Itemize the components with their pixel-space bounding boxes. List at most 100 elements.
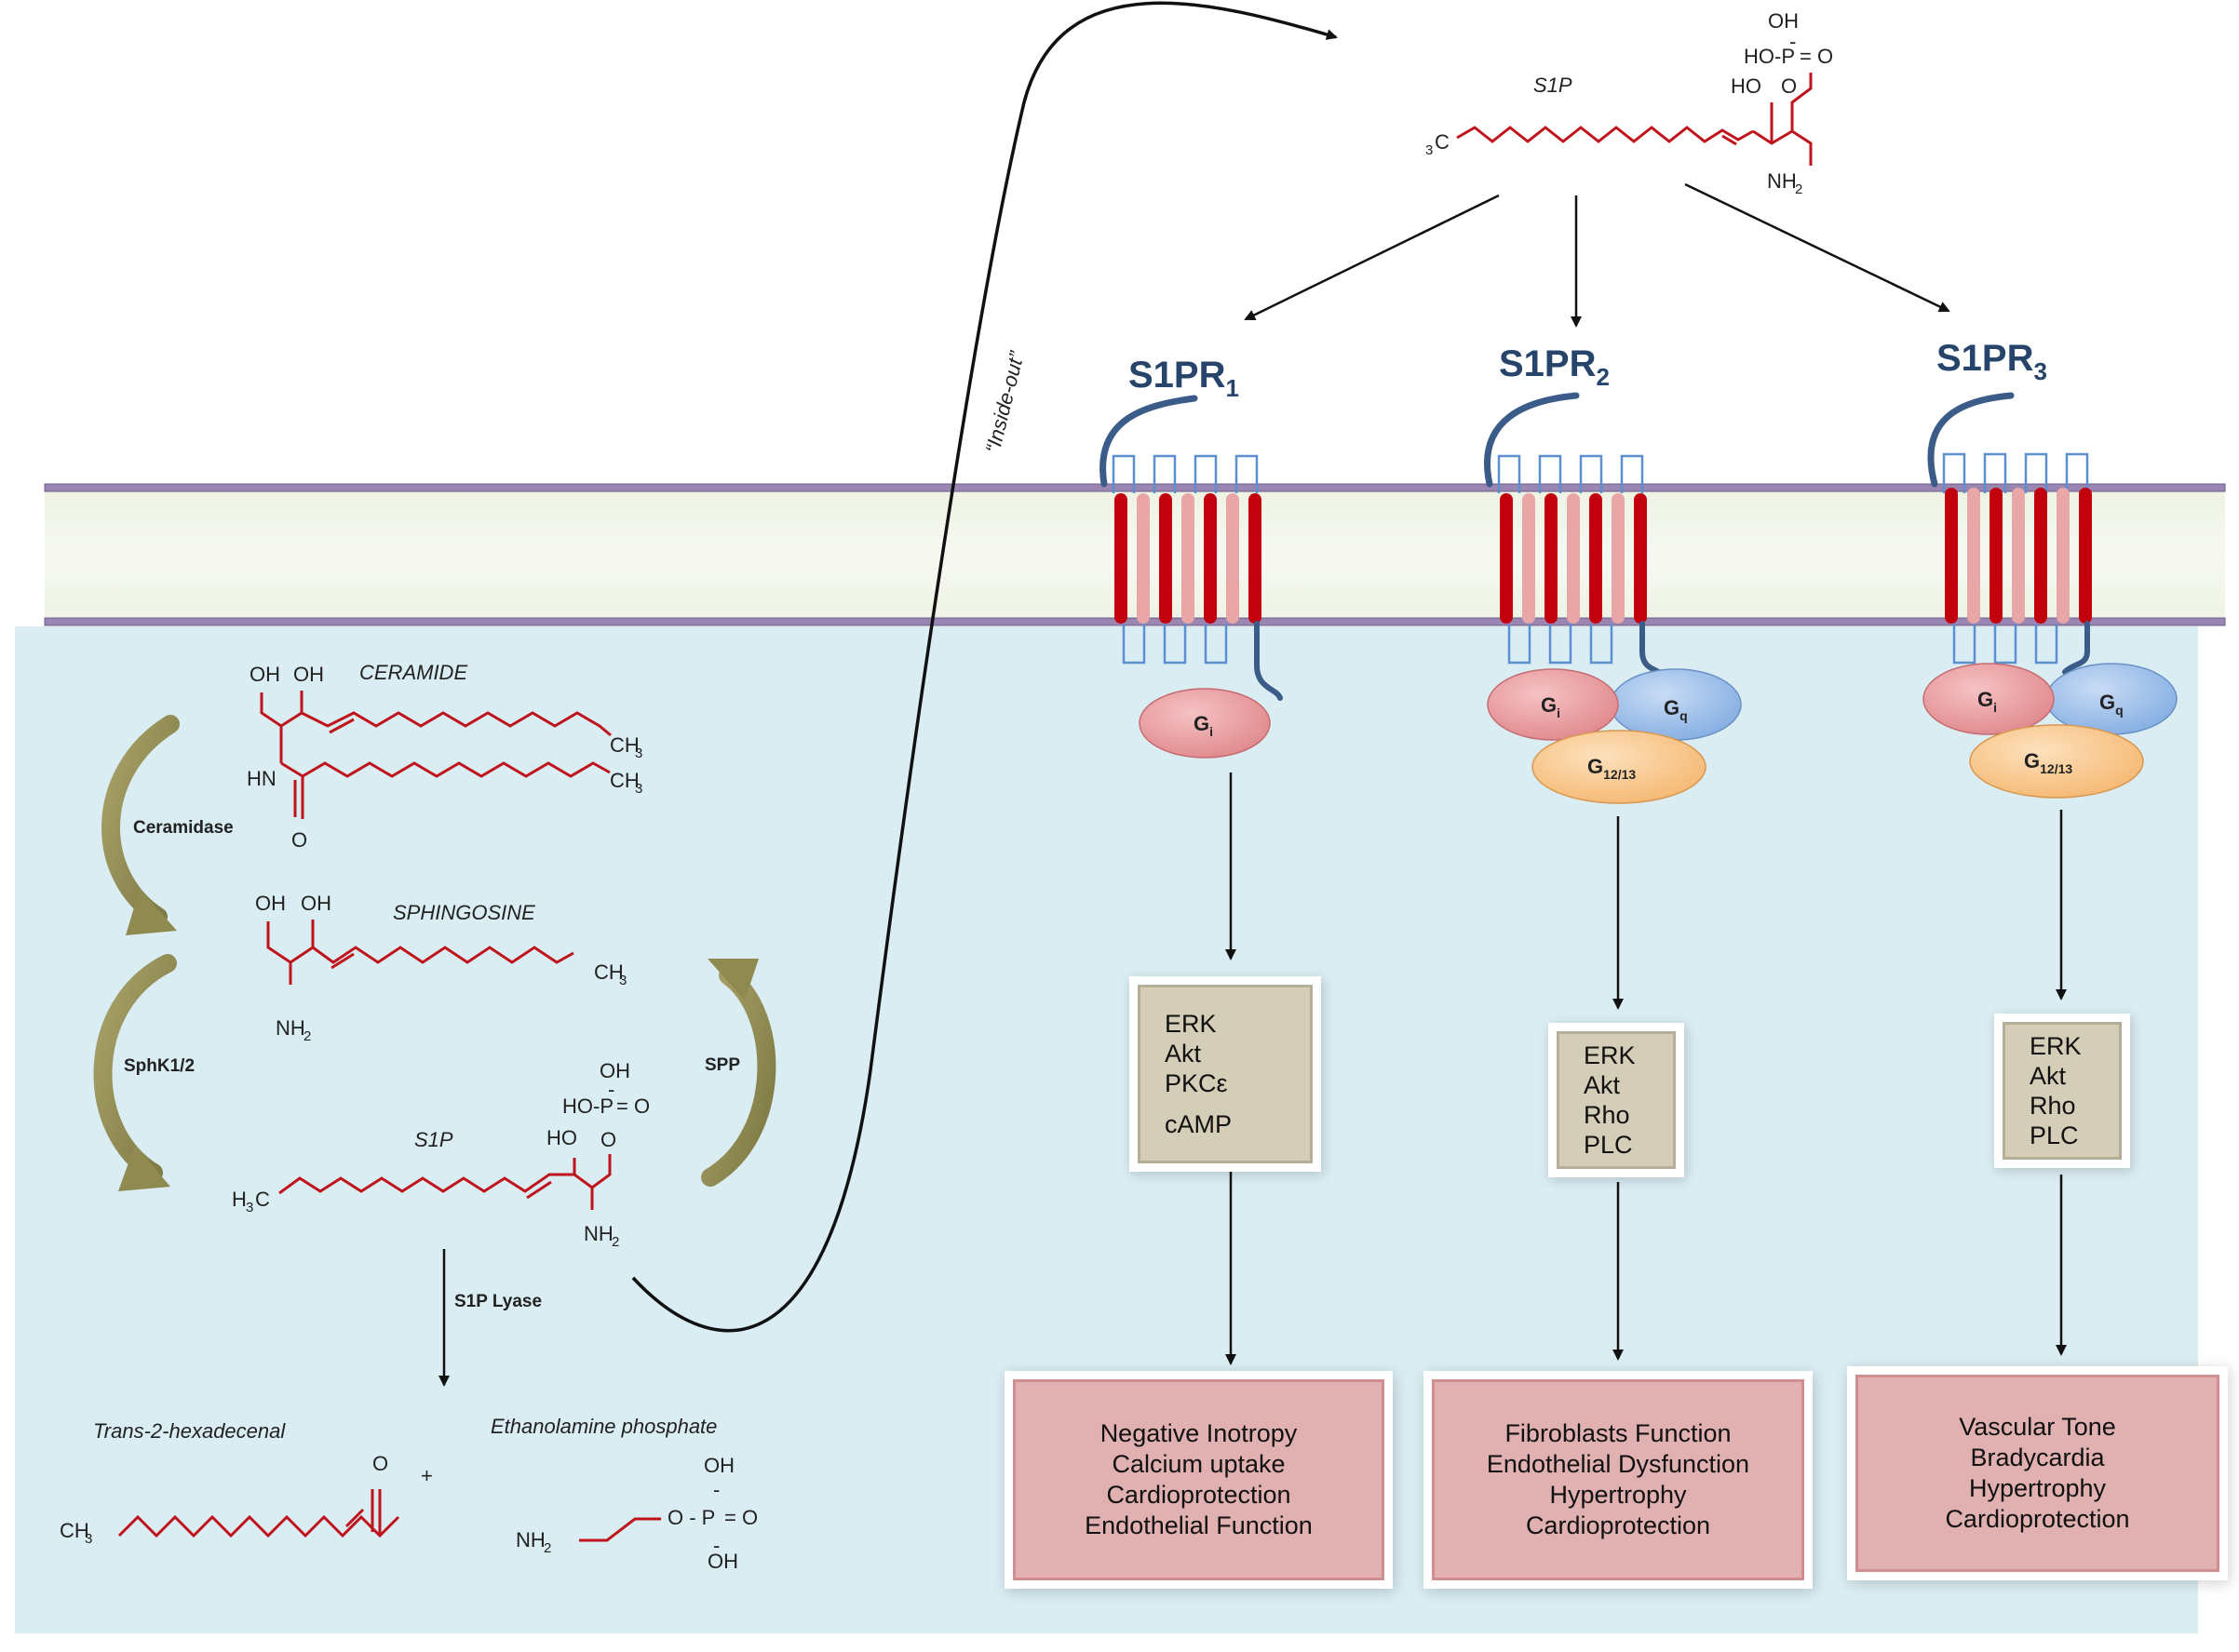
s1pr1-receptor [1099, 395, 1283, 701]
ceramidase-label: Ceramidase [133, 818, 234, 838]
svg-text:-: - [713, 1478, 720, 1501]
s1p-lyase-label: S1P Lyase [454, 1292, 542, 1311]
svg-text:= O: = O [616, 1095, 650, 1118]
spp-label: SPP [705, 1055, 740, 1075]
s1pr1-label: S1PR1 [1128, 355, 1239, 402]
plus-sign: + [421, 1464, 433, 1487]
svg-text:Gi: Gi [1977, 688, 1997, 715]
s1pr3-receptor [1927, 392, 2092, 675]
svg-text:-: - [1789, 30, 1796, 53]
ceramidase-arrow [101, 715, 180, 935]
svg-text:HO: HO [1731, 74, 1761, 98]
svg-text:3: 3 [635, 781, 642, 797]
svg-text:O: O [372, 1452, 388, 1475]
effects-3-line-3: Hypertrophy [1968, 1474, 2107, 1502]
ethanolamine-structure: NH 2 OH O - P = O - - OH [516, 1454, 758, 1573]
svg-text:3: 3 [85, 1531, 92, 1547]
svg-text:2: 2 [612, 1234, 619, 1250]
sphk-label: SphK1/2 [124, 1056, 195, 1076]
inside-out-start [631, 1276, 637, 1282]
effects-2-line-3: Hypertrophy [1549, 1481, 1687, 1509]
svg-text:Gq: Gq [2099, 691, 2124, 718]
signaling-box-2: ERK Akt Rho PLC [1557, 1031, 1676, 1169]
sphingosine-structure: SPHINGOSINE OH OH CH 3 NH 2 [255, 892, 627, 1044]
svg-text:CH: CH [60, 1519, 89, 1542]
signaling-3-line-1: ERK [2030, 1032, 2082, 1060]
signaling-box-3: ERK Akt Rho PLC [2003, 1022, 2122, 1160]
svg-text:HO: HO [546, 1126, 577, 1149]
svg-text:O: O [291, 828, 307, 852]
signaling-box-1: ERK Akt PKCε cAMP [1138, 985, 1313, 1163]
svg-text:3: 3 [635, 745, 642, 761]
effects-2-line-4: Cardioprotection [1525, 1511, 1711, 1539]
svg-text:OH: OH [1768, 9, 1799, 33]
svg-text:O: O [1781, 74, 1797, 98]
svg-text:2: 2 [544, 1540, 551, 1556]
svg-text:OH: OH [301, 892, 331, 915]
signaling-1-line-3: PKCε [1165, 1069, 1228, 1097]
signaling-1-line-1: ERK [1165, 1010, 1217, 1038]
svg-text:OH: OH [255, 892, 286, 915]
s1pr1-gi: Gi [1139, 688, 1271, 759]
signaling-2-line-2: Akt [1584, 1071, 1621, 1099]
effects-1-line-3: Cardioprotection [1106, 1481, 1291, 1509]
svg-text:CERAMIDE: CERAMIDE [359, 661, 467, 684]
effects-1-line-2: Calcium uptake [1112, 1450, 1286, 1478]
svg-text:CH: CH [610, 769, 640, 792]
svg-text:HO-P: HO-P [1744, 45, 1795, 68]
svg-text:Gi: Gi [1194, 712, 1213, 739]
svg-text:S1P: S1P [1533, 74, 1572, 97]
effects-2-line-2: Endothelial Dysfunction [1486, 1450, 1750, 1478]
signaling-1-line-2: Akt [1165, 1040, 1202, 1068]
svg-text:2: 2 [303, 1028, 311, 1044]
signaling-2-line-1: ERK [1584, 1041, 1636, 1069]
svg-text:Gq: Gq [1664, 696, 1688, 723]
arrow-to-s1pr1 [1244, 194, 1500, 321]
svg-text:O - P: O - P [668, 1506, 715, 1529]
membrane-inner-line [44, 617, 2226, 626]
membrane-core [45, 490, 2225, 624]
inside-out-label: “Inside-out” [981, 348, 1030, 456]
effects-box-1: Negative Inotropy Calcium uptake Cardiop… [1013, 1379, 1384, 1580]
intracellular-s1p-structure: S1P OH HO-P = O - HO O H 3 C NH 2 [232, 1059, 650, 1250]
svg-text:-: - [713, 1534, 720, 1557]
svg-text:-: - [608, 1078, 614, 1101]
effects-box-3: Vascular Tone Bradycardia Hypertrophy Ca… [1855, 1375, 2219, 1572]
signaling-3-line-2: Akt [2030, 1062, 2067, 1090]
svg-text:3: 3 [246, 1200, 253, 1215]
svg-text:OH: OH [293, 663, 324, 686]
effects-3-line-4: Cardioprotection [1945, 1505, 2130, 1533]
svg-text:G12/13: G12/13 [1587, 755, 1636, 782]
ethanolamine-label: Ethanolamine phosphate [491, 1415, 717, 1438]
svg-text:S1P: S1P [414, 1128, 453, 1151]
hexadecenal-label: Trans-2-hexadecenal [93, 1419, 286, 1443]
svg-text:CH: CH [594, 960, 624, 984]
svg-text:= O: = O [724, 1506, 758, 1529]
signaling-1-line-4: cAMP [1165, 1110, 1233, 1138]
svg-text:CH: CH [610, 733, 640, 757]
s1pr2-label: S1PR2 [1499, 343, 1610, 391]
signaling-3-line-3: Rho [2030, 1092, 2076, 1120]
svg-text:= O: = O [1800, 45, 1833, 68]
svg-text:NH: NH [276, 1016, 305, 1040]
svg-text:NH: NH [584, 1222, 614, 1245]
svg-text:NH: NH [1767, 169, 1797, 193]
svg-text:OH: OH [708, 1550, 738, 1573]
svg-text:OH: OH [250, 663, 280, 686]
inside-out-arrow [631, 1, 1338, 1333]
s1pr2-gproteins: Gi Gq G12/13 [1487, 668, 1742, 804]
svg-text:Gi: Gi [1541, 693, 1560, 720]
svg-text:2: 2 [1795, 181, 1802, 197]
svg-text:3: 3 [1425, 142, 1433, 158]
spp-arrow [701, 959, 776, 1187]
svg-text:H: H [232, 1188, 247, 1211]
arrow-to-s1pr3 [1684, 182, 1950, 313]
effects-3-line-2: Bradycardia [1970, 1444, 2105, 1471]
svg-text:3: 3 [619, 973, 627, 988]
ceramide-structure: CERAMIDE OH OH CH 3 CH 3 HN O [247, 661, 642, 852]
svg-text:G12/13: G12/13 [2024, 749, 2072, 776]
signaling-3-line-4: PLC [2030, 1121, 2079, 1149]
effects-3-line-1: Vascular Tone [1959, 1413, 2116, 1441]
sphk-arrow [93, 954, 177, 1191]
svg-text:C: C [255, 1188, 270, 1211]
